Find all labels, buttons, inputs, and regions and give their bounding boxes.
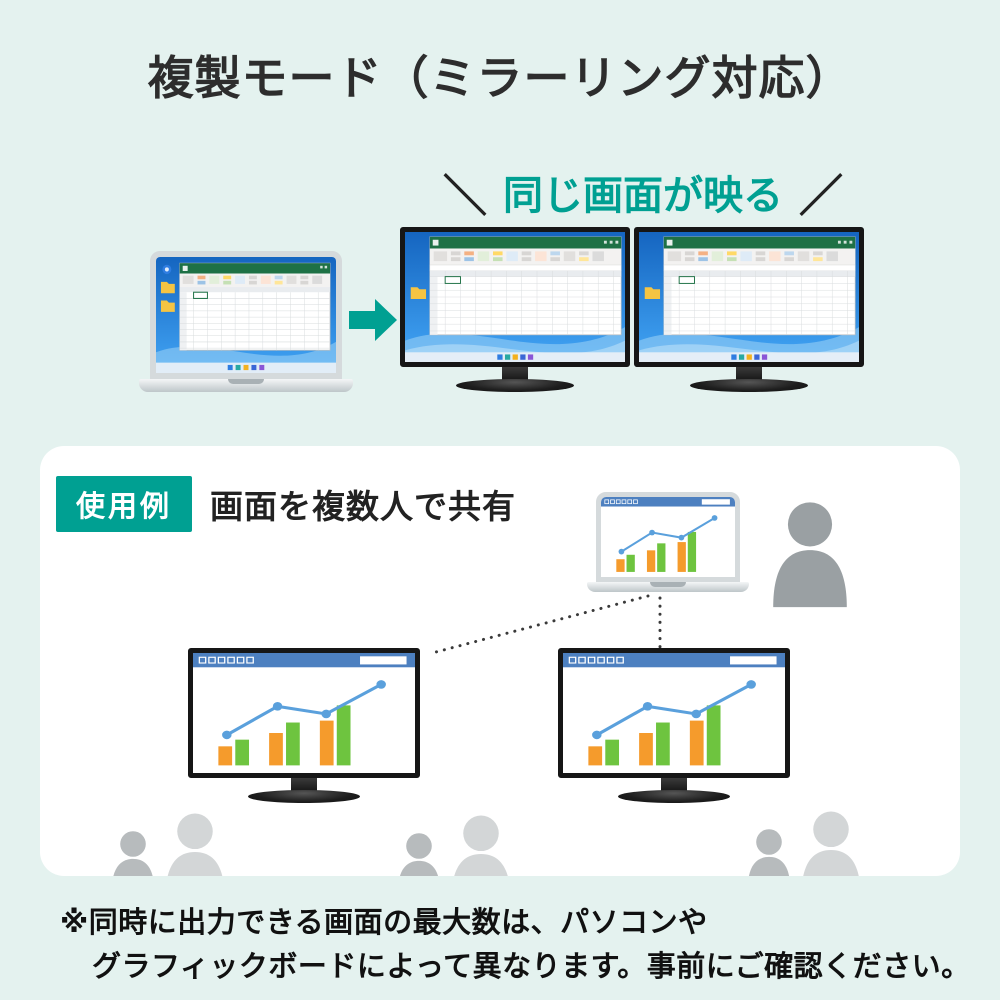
audience-group-1 [106,802,232,876]
monitor-stand-base [690,379,808,392]
monitor-stand-neck [291,778,317,792]
mirror-arrow-icon [349,299,397,341]
tagline-text: 同じ画面が映る [503,174,783,218]
audience-group-2 [392,804,518,876]
person-icon [444,811,518,876]
monitor-stand-neck [736,367,762,381]
audience-group-3 [742,800,868,876]
usage-example-box: 使用例 画面を複数人で共有 [40,446,960,876]
monitor-stand-neck [661,778,687,792]
shared-monitor-1-screen [188,648,420,778]
excel-fullscreen-illustration [639,232,859,362]
bar-chart-illustration [563,653,785,773]
footnote-line-2: グラフィックボードによって異なります。事前にご確認ください。 [92,950,971,983]
presenter-laptop-screen [596,492,740,582]
external-monitor-1-screen [400,227,630,367]
tagline-left-slash: ＼ [443,172,487,221]
monitor-stand-base [456,379,574,392]
external-monitor-2-screen [634,227,864,367]
shared-monitor-2-screen [558,648,790,778]
bar-chart-illustration [193,653,415,773]
usage-heading: 画面を複数人で共有 [210,488,516,525]
presenter-laptop [587,492,749,592]
presenter-laptop-base [587,582,749,592]
source-laptop-base [139,379,353,392]
external-monitor-2 [634,227,864,392]
shared-monitor-1 [188,648,420,803]
shared-monitor-2 [558,648,790,803]
footnote-line-1: ※同時に出力できる画面の最大数は、パソコンや [60,907,708,939]
monitor-stand-base [248,790,360,803]
usage-badge: 使用例 [56,476,193,532]
page-title: 複製モード（ミラーリング対応） [147,52,853,104]
footnote: ※同時に出力できる画面の最大数は、パソコンや グラフィックボードによって異なりま… [60,902,971,989]
excel-fullscreen-illustration [405,232,625,362]
source-laptop [139,251,353,392]
tagline-right-slash: ／ [799,172,843,221]
source-laptop-screen [150,251,342,379]
excel-desktop-illustration [156,257,336,373]
person-icon [742,826,796,876]
person-icon [794,807,868,876]
presenter-person-icon [764,496,856,608]
external-monitor-1 [400,227,630,392]
person-icon [158,809,232,876]
bar-chart-illustration [601,497,735,577]
monitor-stand-neck [502,367,528,381]
monitor-stand-base [618,790,730,803]
tagline: ＼ 同じ画面が映る ／ [443,160,843,224]
person-icon [106,828,160,876]
person-icon [392,830,446,876]
